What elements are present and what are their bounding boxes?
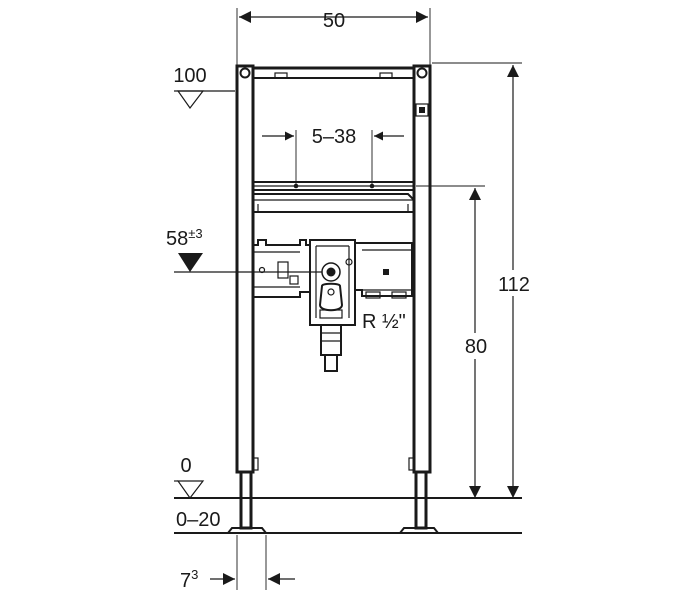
thread-size-label: R ½" <box>362 311 406 333</box>
foot-offset-base: 7 <box>180 570 191 592</box>
level-marker-outlet: 58±3 <box>166 226 330 273</box>
svg-text:58±3: 58±3 <box>166 226 203 250</box>
foot-offset-sup: 3 <box>191 567 198 582</box>
outlet-level-base: 58 <box>166 228 188 250</box>
dimension-outlet-height: 80 <box>416 185 494 498</box>
outlet-level-tolerance: ±3 <box>188 226 202 241</box>
frame-feet <box>225 457 441 534</box>
dimension-adjust-range: 5–38 <box>262 126 404 185</box>
top-level-label: 100 <box>173 65 206 87</box>
total-height-label: 112 <box>498 274 530 296</box>
cross-rail <box>252 181 415 213</box>
dimension-width-top: 50 <box>236 8 431 66</box>
floor-range-label: 0–20 <box>176 509 221 531</box>
level-marker-top: 100 <box>173 65 235 110</box>
adjust-range-label: 5–38 <box>312 126 357 148</box>
dimension-width-label: 50 <box>323 10 345 32</box>
mounting-brackets <box>252 239 414 299</box>
floor-level-label: 0 <box>180 455 191 477</box>
dimension-foot-offset: 73 <box>180 535 295 592</box>
svg-text:73: 73 <box>180 567 198 592</box>
dimension-total-height: 112 <box>432 62 534 498</box>
level-marker-floor: 0 0–20 <box>174 455 522 534</box>
outlet-height-label: 80 <box>465 336 487 358</box>
drain-connector-unit <box>309 239 356 372</box>
